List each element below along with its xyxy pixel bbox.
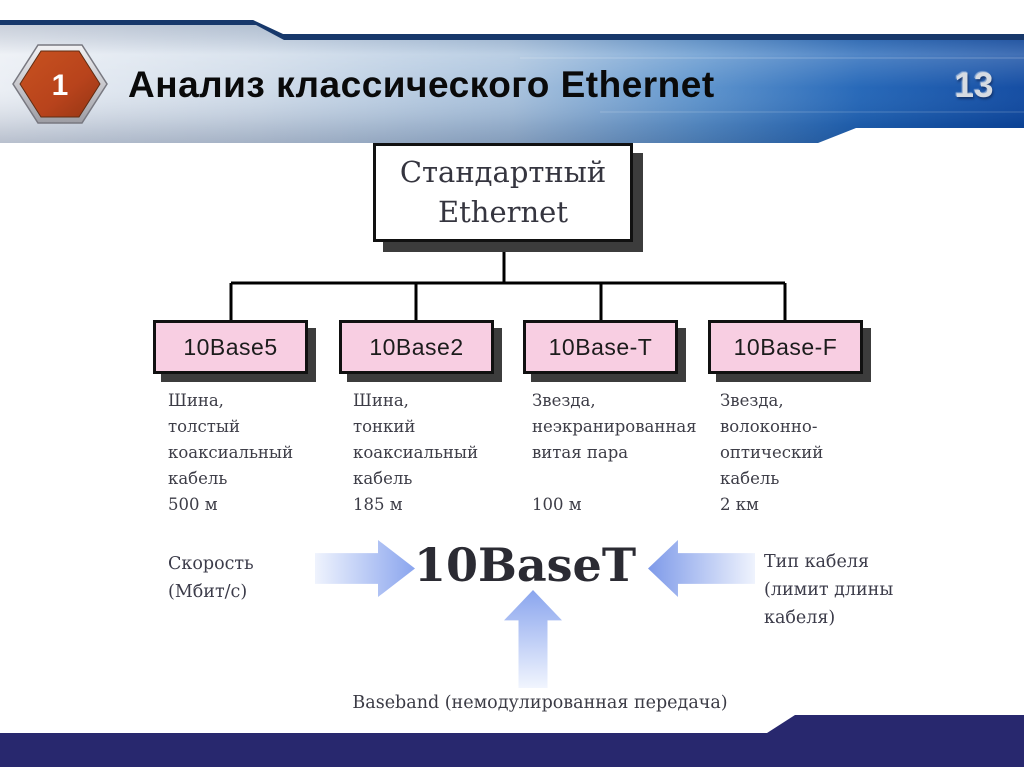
arrow-left-icon: [648, 540, 755, 597]
branch-label: 10Base-F: [733, 333, 838, 360]
speed-label-line: Скорость: [168, 554, 254, 574]
description-10base5: Шина, толстый коаксиальный кабель 500 м: [168, 391, 293, 521]
description-line: оптический: [720, 443, 824, 462]
description-line: кабель: [720, 469, 780, 488]
description-line: Звезда,: [532, 391, 596, 410]
description-line: Шина,: [168, 391, 224, 410]
cable-label-line: кабеля): [764, 608, 836, 628]
cable-label-line: (лимит длины: [764, 580, 894, 600]
description-line: коаксиальный: [353, 443, 479, 462]
cable-type-label: Тип кабеля (лимит длины кабеля): [764, 548, 893, 632]
branch-label: 10Base2: [369, 333, 464, 360]
cable-label-line: Тип кабеля: [764, 552, 869, 572]
description-line: неэкранированная: [532, 417, 697, 436]
description-line: тонкий: [353, 417, 416, 436]
description-line: 500 м: [168, 495, 218, 514]
root-node-standard-ethernet: Стандартный Ethernet: [373, 143, 633, 242]
branch-label: 10Base-T: [548, 333, 653, 360]
description-line: толстый: [168, 417, 241, 436]
center-name-10baset: 10BaseT: [413, 538, 637, 592]
speed-label: Скорость (Мбит/с): [168, 550, 254, 606]
branch-node-10base-t: 10Base-T: [523, 320, 678, 374]
description-line: кабель: [353, 469, 413, 488]
description-line: 2 км: [720, 495, 759, 514]
arrow-up-icon: [504, 590, 562, 688]
baseband-caption: Baseband (немодулированная передача): [352, 693, 728, 713]
description-line: волоконно-: [720, 417, 818, 436]
description-line: коаксиальный: [168, 443, 294, 462]
branch-node-10base5: 10Base5: [153, 320, 308, 374]
description-line: Шина,: [353, 391, 409, 410]
description-line: 100 м: [532, 495, 582, 514]
root-node-label-line1: Стандартный: [399, 155, 607, 190]
footer-band: [0, 715, 1024, 767]
slide-title: Анализ классического Ethernet: [128, 64, 715, 105]
description-10base2: Шина, тонкий коаксиальный кабель 185 м: [353, 391, 478, 521]
badge-number: 1: [52, 69, 69, 102]
branch-label: 10Base5: [183, 333, 278, 360]
description-line: кабель: [168, 469, 228, 488]
description-line: Звезда,: [720, 391, 784, 410]
description-line: 185 м: [353, 495, 403, 514]
description-line: витая пара: [532, 443, 629, 462]
description-line: [532, 469, 697, 495]
description-10base-f: Звезда, волоконно- оптический кабель 2 к…: [720, 391, 823, 521]
header-top-line: [0, 20, 1024, 40]
header-band: [0, 20, 1024, 143]
description-10base-t: Звезда, неэкранированная витая пара 100 …: [532, 391, 697, 521]
page-number: 13: [954, 66, 994, 105]
hexagon-badge-icon: 1: [12, 44, 108, 124]
branch-node-10base2: 10Base2: [339, 320, 494, 374]
root-node-label-line2: Ethernet: [437, 194, 569, 229]
speed-label-line: (Мбит/с): [168, 582, 248, 602]
branch-node-10base-f: 10Base-F: [708, 320, 863, 374]
header-bar-gloss: [0, 20, 1024, 143]
